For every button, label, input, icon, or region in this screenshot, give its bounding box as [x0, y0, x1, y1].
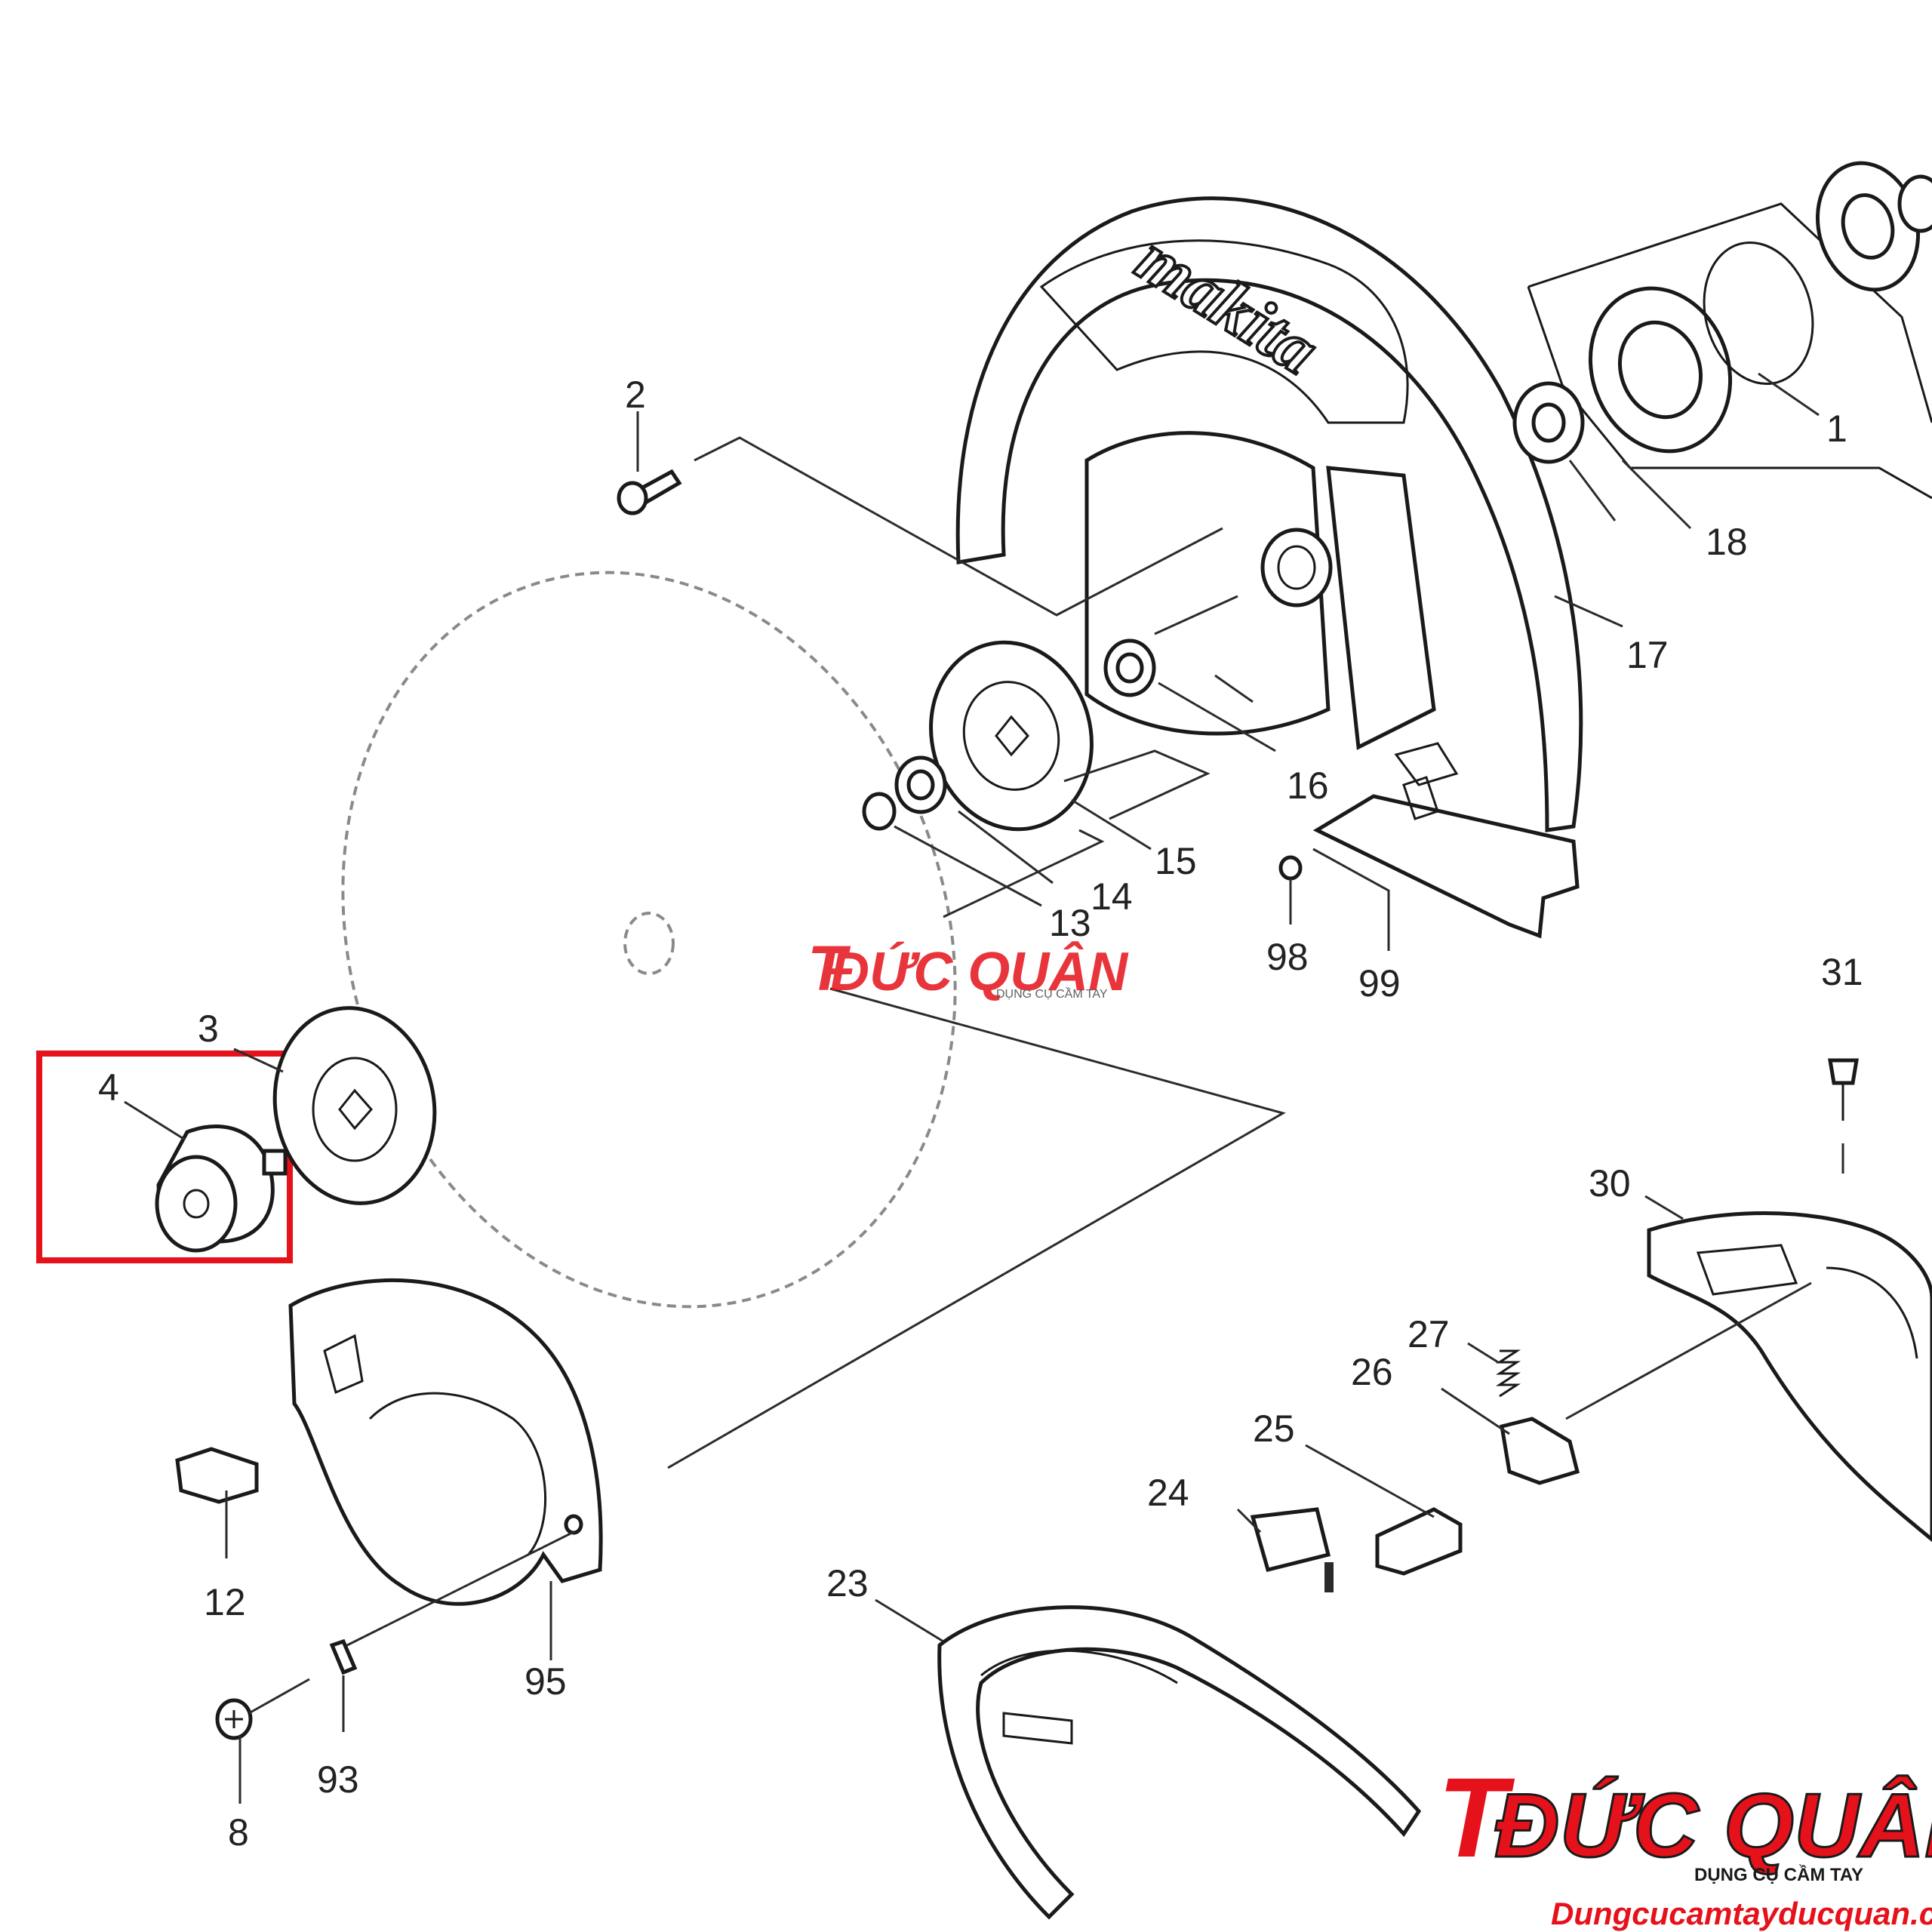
watermark-corner-url: Dungcucamtayducquan.com: [1551, 1896, 1932, 1931]
part-label-31: 31: [1821, 951, 1863, 993]
handle: [937, 1605, 1422, 1920]
retaining-ring: [329, 1638, 358, 1675]
part-label-3: 3: [198, 1008, 219, 1050]
watermark-center-name: ĐỨC QUÂN: [830, 941, 1129, 1002]
part-label-30: 30: [1589, 1162, 1631, 1204]
part-label-13: 13: [1049, 902, 1091, 944]
part-label-8: 8: [228, 1811, 249, 1854]
part-label-2: 2: [625, 374, 646, 416]
watermark-center-logo-mark: T: [808, 933, 851, 1004]
part-label-98: 98: [1266, 936, 1309, 978]
part-label-95: 95: [525, 1660, 567, 1703]
wing-nut: [175, 1447, 259, 1504]
screw-31: [1828, 1058, 1859, 1121]
part-label-15: 15: [1155, 840, 1197, 882]
switch-24: [1250, 1507, 1334, 1592]
part-label-12: 12: [204, 1581, 246, 1623]
outer-flange: [272, 1006, 437, 1205]
inner-flange: [929, 640, 1094, 832]
part-label-23: 23: [826, 1562, 869, 1604]
o-ring-13: [862, 792, 897, 831]
part-label-4: 4: [98, 1066, 119, 1109]
watermark-center: T ĐỨC QUÂN DỤNG CỤ CẦM TAY: [808, 933, 1129, 1004]
spring-27: [1495, 1349, 1521, 1398]
part-label-93: 93: [317, 1758, 359, 1801]
bolt-2: [617, 469, 682, 515]
lock-lever-26: [1500, 1417, 1580, 1485]
safety-cover: [288, 1278, 603, 1606]
motor-housing: [1647, 1211, 1932, 1543]
washer-16: [1103, 638, 1156, 697]
watermark-corner-logo-mark: T: [1438, 1754, 1515, 1881]
part-label-14: 14: [1091, 875, 1133, 918]
hex-bolt-knob: [155, 1124, 288, 1253]
part-label-25: 25: [1253, 1407, 1295, 1450]
leader-lines: [124, 372, 1844, 1804]
washer-14: [894, 755, 947, 814]
part-label-1: 1: [1826, 408, 1847, 450]
screw-8: [215, 1698, 253, 1740]
bearing-group: [1512, 161, 1932, 500]
part-label-99: 99: [1358, 962, 1401, 1004]
part-label-16: 16: [1287, 764, 1329, 807]
part-label-27: 27: [1407, 1313, 1450, 1355]
watermark-corner-tagline: DỤNG CỤ CẦM TAY: [1694, 1864, 1863, 1885]
part-labels: 1 2 3 4 8 12 13 14 15 16 17 18 23 24 25 …: [98, 374, 1863, 1854]
part-label-17: 17: [1626, 634, 1669, 676]
blade-cover-plate: [1312, 776, 1580, 939]
watermark-center-tagline: DỤNG CỤ CẦM TAY: [996, 986, 1108, 1001]
screw-98: [1278, 855, 1303, 881]
lever-25: [1375, 1507, 1463, 1576]
watermark-corner: T ĐỨC QUÂN DỤNG CỤ CẦM TAY Dungcucamtayd…: [1438, 1754, 1932, 1931]
part-label-26: 26: [1351, 1351, 1393, 1393]
watermark-corner-name: ĐỨC QUÂN: [1494, 1775, 1932, 1876]
part-label-18: 18: [1706, 521, 1748, 563]
saw-blade: [341, 571, 957, 1309]
part-label-24: 24: [1147, 1472, 1189, 1514]
